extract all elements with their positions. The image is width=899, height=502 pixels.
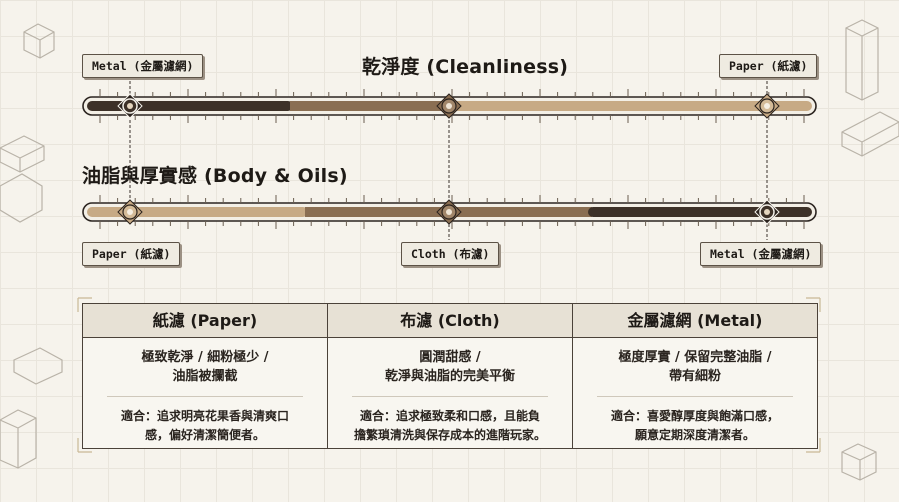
marker-label-metal: Metal (金屬濾網): [700, 242, 822, 266]
body-oils-title: 油脂與厚實感 (Body & Oils): [82, 165, 348, 187]
scale-segment-dark: [588, 207, 812, 217]
block-icon: [0, 135, 45, 173]
divider: [597, 396, 793, 397]
column-cloth: 布濾 (Cloth) 圓潤甜感 / 乾淨與油脂的完美平衡 適合：追求極致柔和口感…: [328, 304, 573, 448]
marker-cloth: [436, 93, 462, 119]
column-header: 金屬濾網 (Metal): [573, 304, 817, 338]
marker-label-paper: Paper (紙濾): [719, 54, 818, 78]
comparison-table: 紙濾 (Paper) 極致乾淨 / 細粉極少 / 油脂被攔截 適合：追求明亮花果…: [82, 303, 818, 449]
cube-icon-2: [841, 443, 877, 481]
feature-line: 極度厚實 / 保留完整油脂 /: [618, 350, 772, 365]
feature-line: 油脂被攔截: [172, 369, 238, 384]
marker-label-paper: Paper (紙濾): [82, 242, 181, 266]
pillar-icon-2: [0, 409, 37, 469]
column-recommendation: 適合：追求明亮花果香與清爽口 感，偏好清潔簡便者。: [83, 397, 327, 445]
feature-line: 帶有細粉: [668, 369, 721, 384]
recommendation-line: 適合：追求極致柔和口感，且能負: [359, 409, 540, 423]
cube-icon: [23, 23, 55, 59]
feature-line: 乾淨與油脂的完美平衡: [384, 369, 515, 384]
scale-segment-light: [87, 207, 308, 217]
recommendation-line: 願意定期深度清潔者。: [634, 428, 755, 442]
recommendation-line: 適合：喜愛醇厚度與飽滿口感，: [610, 409, 779, 423]
scale-segment-light: [448, 101, 812, 111]
column-features: 極度厚實 / 保留完整油脂 / 帶有細粉: [573, 338, 817, 396]
divider: [107, 396, 303, 397]
marker-paper: [117, 199, 143, 225]
scale-segment-mid: [290, 101, 452, 111]
cleanliness-title: 乾淨度 (Cleanliness): [362, 56, 569, 78]
marker-metal: [117, 93, 143, 119]
column-header: 布濾 (Cloth): [328, 304, 572, 338]
scale-ticks: [99, 195, 805, 229]
column-recommendation: 適合：追求極致柔和口感，且能負 擔繁瑣清洗與保存成本的進階玩家。: [328, 397, 572, 445]
beam-icon: [841, 111, 899, 157]
marker-label-metal: Metal (金屬濾網): [82, 54, 204, 78]
column-header: 紙濾 (Paper): [83, 304, 327, 338]
marker-metal: [754, 199, 780, 225]
marker-paper: [754, 93, 780, 119]
decorative-boxes: [0, 19, 899, 481]
recommendation-line: 擔繁瑣清洗與保存成本的進階玩家。: [353, 428, 546, 442]
pillar-icon: [845, 19, 879, 101]
slab-icon: [13, 347, 63, 385]
scale-ticks: [99, 89, 805, 123]
divider: [352, 396, 548, 397]
marker-label-cloth: Cloth (布濾): [401, 242, 500, 266]
column-metal: 金屬濾網 (Metal) 極度厚實 / 保留完整油脂 / 帶有細粉 適合：喜愛醇…: [573, 304, 817, 448]
block-icon-2: [0, 173, 43, 223]
column-features: 極致乾淨 / 細粉極少 / 油脂被攔截: [83, 338, 327, 396]
marker-cloth: [436, 199, 462, 225]
recommendation-line: 適合：追求明亮花果香與清爽口: [120, 409, 289, 423]
feature-line: 圓潤甜感 /: [419, 350, 481, 365]
cleanliness-scale: [82, 76, 817, 222]
column-features: 圓潤甜感 / 乾淨與油脂的完美平衡: [328, 338, 572, 396]
column-recommendation: 適合：喜愛醇厚度與飽滿口感， 願意定期深度清潔者。: [573, 397, 817, 445]
recommendation-line: 感，偏好清潔簡便者。: [144, 428, 265, 442]
column-paper: 紙濾 (Paper) 極致乾淨 / 細粉極少 / 油脂被攔截 適合：追求明亮花果…: [83, 304, 328, 448]
feature-line: 極致乾淨 / 細粉極少 /: [141, 350, 269, 365]
body-oils-scale: [82, 195, 817, 240]
